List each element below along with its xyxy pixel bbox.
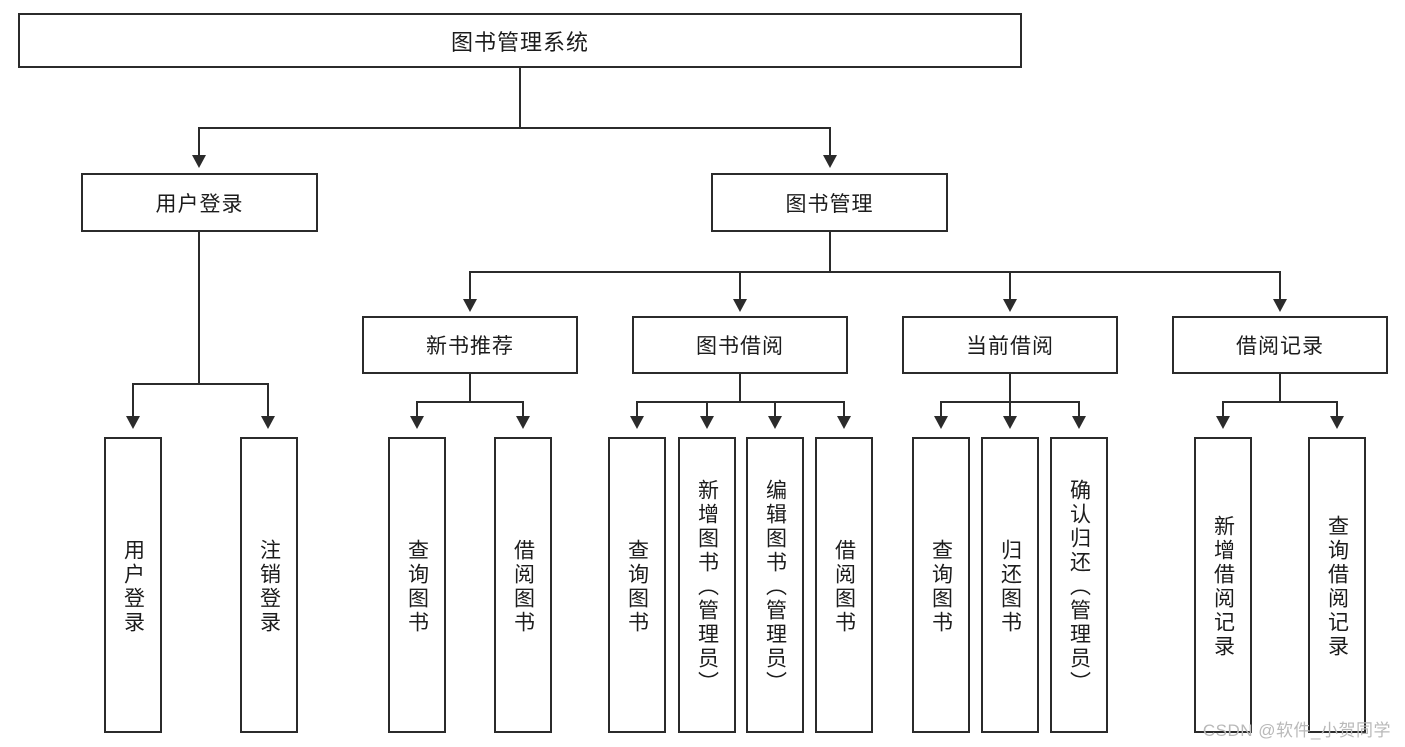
node-book-borrow[interactable]: 图书借阅 bbox=[632, 316, 848, 374]
arrowhead-borrow-records-leaf-0 bbox=[1216, 416, 1230, 429]
connector-borrow-records-leaf-0 bbox=[1222, 401, 1224, 416]
arrowhead-root-to-user-login bbox=[192, 155, 206, 168]
node-label: 图书管理系统 bbox=[450, 29, 589, 55]
arrowhead-new-book-leaf-1 bbox=[516, 416, 530, 429]
node-label: 图书借阅 bbox=[696, 335, 784, 358]
leaf-book-borrow-0[interactable]: 查询图书 bbox=[608, 437, 666, 733]
connector-root-to-user-login bbox=[198, 127, 200, 155]
node-label: 图书管理 bbox=[785, 192, 874, 216]
node-label: 注销登录 bbox=[257, 539, 281, 635]
node-label: 查询借阅记录 bbox=[1325, 515, 1349, 659]
arrowhead-current-borrow-leaf-2 bbox=[1072, 416, 1086, 429]
node-label: 归还图书 bbox=[998, 539, 1022, 635]
leaf-current-borrow-1[interactable]: 归还图书 bbox=[981, 437, 1039, 733]
connector-book-borrow-leaf-2 bbox=[774, 401, 776, 416]
node-label: 借阅图书 bbox=[832, 539, 856, 635]
node-label: 新书推荐 bbox=[426, 335, 514, 358]
node-label: 查询图书 bbox=[929, 539, 953, 635]
node-label: 查询图书 bbox=[405, 539, 429, 635]
leaf-current-borrow-0[interactable]: 查询图书 bbox=[912, 437, 970, 733]
connector-user-login-to-leaf-1 bbox=[267, 383, 269, 416]
arrowhead-borrow-records-leaf-1 bbox=[1330, 416, 1344, 429]
connector-book-mgmt-to-l3-2 bbox=[1009, 271, 1011, 299]
node-label: 编辑图书（管理员） bbox=[763, 479, 787, 695]
leaf-user-login-1[interactable]: 注销登录 bbox=[240, 437, 298, 733]
node-label: 新增借阅记录 bbox=[1211, 515, 1235, 659]
arrowhead-current-borrow-leaf-0 bbox=[934, 416, 948, 429]
leaf-borrow-records-1[interactable]: 查询借阅记录 bbox=[1308, 437, 1366, 733]
csdn-watermark: CSDN @软件_小贺同学 bbox=[1202, 721, 1391, 740]
connector-current-borrow-leaf-0 bbox=[940, 401, 942, 416]
node-new-book-recommend[interactable]: 新书推荐 bbox=[362, 316, 578, 374]
node-current-borrow[interactable]: 当前借阅 bbox=[902, 316, 1118, 374]
connector-user-login-bus bbox=[132, 383, 268, 385]
connector-new-book-stem bbox=[469, 374, 471, 402]
node-label: 当前借阅 bbox=[966, 335, 1054, 358]
arrowhead-book-borrow-leaf-1 bbox=[700, 416, 714, 429]
node-root-library-system[interactable]: 图书管理系统 bbox=[18, 13, 1022, 68]
arrowhead-current-borrow-leaf-1 bbox=[1003, 416, 1017, 429]
leaf-borrow-records-0[interactable]: 新增借阅记录 bbox=[1194, 437, 1252, 733]
arrowhead-book-borrow-leaf-3 bbox=[837, 416, 851, 429]
connector-book-borrow-leaf-1 bbox=[706, 401, 708, 416]
leaf-current-borrow-2[interactable]: 确认归还（管理员） bbox=[1050, 437, 1108, 733]
node-label: 确认归还（管理员） bbox=[1067, 479, 1091, 695]
arrowhead-book-mgmt-l3-3 bbox=[1273, 299, 1287, 312]
node-label: 查询图书 bbox=[625, 539, 649, 635]
connector-new-book-bus bbox=[416, 401, 524, 403]
connector-book-borrow-bus bbox=[636, 401, 845, 403]
connector-book-mgmt-stem bbox=[829, 232, 831, 272]
node-user-login[interactable]: 用户登录 bbox=[81, 173, 318, 232]
node-label: 借阅记录 bbox=[1236, 335, 1324, 358]
arrowhead-book-borrow-leaf-2 bbox=[768, 416, 782, 429]
connector-book-borrow-leaf-0 bbox=[636, 401, 638, 416]
connector-root-to-book-mgmt bbox=[829, 127, 831, 155]
arrowhead-book-mgmt-l3-0 bbox=[463, 299, 477, 312]
connector-new-book-leaf-1 bbox=[522, 401, 524, 416]
node-label: 用户登录 bbox=[155, 192, 244, 216]
arrowhead-book-mgmt-l3-1 bbox=[733, 299, 747, 312]
connector-root-stem bbox=[519, 68, 521, 128]
connector-book-mgmt-to-l3-1 bbox=[739, 271, 741, 299]
arrowhead-user-login-leaf-0 bbox=[126, 416, 140, 429]
connector-borrow-records-leaf-1 bbox=[1336, 401, 1338, 416]
connector-current-borrow-leaf-2 bbox=[1078, 401, 1080, 416]
connector-current-borrow-stem bbox=[1009, 374, 1011, 402]
connector-borrow-records-stem bbox=[1279, 374, 1281, 402]
leaf-user-login-0[interactable]: 用户登录 bbox=[104, 437, 162, 733]
connector-book-mgmt-to-l3-3 bbox=[1279, 271, 1281, 299]
arrowhead-new-book-leaf-0 bbox=[410, 416, 424, 429]
node-book-management[interactable]: 图书管理 bbox=[711, 173, 948, 232]
arrowhead-book-mgmt-l3-2 bbox=[1003, 299, 1017, 312]
node-borrow-records[interactable]: 借阅记录 bbox=[1172, 316, 1388, 374]
connector-current-borrow-leaf-1 bbox=[1009, 401, 1011, 416]
connector-book-borrow-leaf-3 bbox=[843, 401, 845, 416]
connector-borrow-records-bus bbox=[1222, 401, 1338, 403]
connector-root-bus bbox=[198, 127, 831, 129]
connector-book-borrow-stem bbox=[739, 374, 741, 402]
leaf-new-book-recommend-1[interactable]: 借阅图书 bbox=[494, 437, 552, 733]
leaf-book-borrow-2[interactable]: 编辑图书（管理员） bbox=[746, 437, 804, 733]
leaf-book-borrow-3[interactable]: 借阅图书 bbox=[815, 437, 873, 733]
arrowhead-book-borrow-leaf-0 bbox=[630, 416, 644, 429]
node-label: 用户登录 bbox=[121, 539, 145, 635]
connector-user-login-stem bbox=[198, 232, 200, 384]
leaf-book-borrow-1[interactable]: 新增图书（管理员） bbox=[678, 437, 736, 733]
connector-user-login-to-leaf-0 bbox=[132, 383, 134, 416]
node-label: 借阅图书 bbox=[511, 539, 535, 635]
connector-new-book-leaf-0 bbox=[416, 401, 418, 416]
arrowhead-user-login-leaf-1 bbox=[261, 416, 275, 429]
connector-book-mgmt-bus bbox=[469, 271, 1281, 273]
node-label: 新增图书（管理员） bbox=[695, 479, 719, 695]
arrowhead-root-to-book-mgmt bbox=[823, 155, 837, 168]
connector-book-mgmt-to-l3-0 bbox=[469, 271, 471, 299]
leaf-new-book-recommend-0[interactable]: 查询图书 bbox=[388, 437, 446, 733]
